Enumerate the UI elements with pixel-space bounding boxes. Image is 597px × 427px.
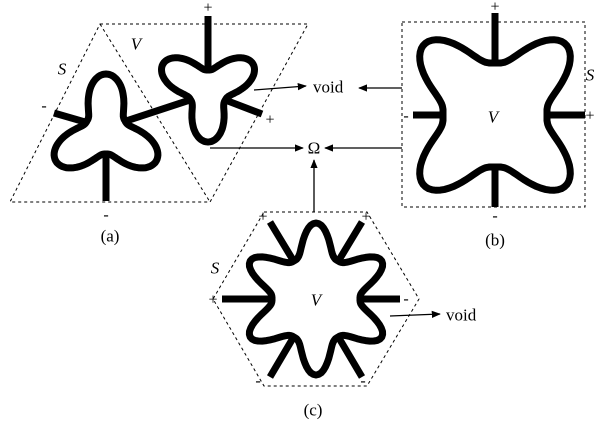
panel-c-surroundings-label: S: [211, 259, 220, 278]
panel-a-cell-label: V: [131, 35, 144, 54]
panel-c-top-right-plus-bar: [333, 220, 365, 267]
panel-a-sign-left: -: [41, 98, 46, 115]
panel-c-bottom-left-minus-bar: [266, 331, 300, 379]
panel-c-sign-top-right: +: [361, 209, 370, 226]
panel-c-cell-outline: [245, 219, 387, 379]
panel-a-dashed-boundary: [9, 23, 309, 203]
panel-a: S V + + - - (a): [9, 0, 309, 246]
panel-b-caption: (b): [485, 231, 505, 250]
connections: void Ω void: [210, 78, 477, 325]
panel-c-caption: (c): [304, 401, 323, 420]
panel-a-surroundings-label: S: [58, 60, 67, 79]
panel-b: S V + - - + (b): [401, 0, 595, 250]
panel-c-sign-bottom-right: -: [360, 373, 365, 390]
panel-c-dashed-boundary: [212, 211, 420, 387]
panel-a-sign-bottom: -: [103, 207, 108, 224]
panel-a-connecting-bar: [118, 94, 198, 127]
panel-a-left-cell-outline: [50, 70, 162, 172]
arrow-panel-c-to-void: [389, 310, 441, 318]
panel-c-sign-bottom-left: -: [255, 373, 260, 390]
panel-a-sign-top: +: [203, 0, 212, 17]
panel-c-bottom-right-minus-bar: [332, 331, 366, 379]
panel-b-cell-label: V: [488, 108, 501, 127]
panel-a-caption: (a): [101, 227, 120, 246]
panel-c-sign-top-left: +: [258, 209, 267, 226]
panel-b-sign-bottom: -: [492, 208, 497, 225]
void-label-lower: void: [446, 306, 477, 325]
panel-c-sign-right: -: [403, 291, 408, 308]
panel-b-cell-outline: [416, 36, 574, 194]
panel-c-top-left-plus-bar: [267, 220, 299, 267]
panel-c-cell-label: V: [311, 291, 324, 310]
panel-b-surroundings-label: S: [586, 66, 595, 85]
panel-b-sign-left: -: [403, 108, 408, 125]
panel-b-sign-right: +: [585, 108, 594, 125]
arrow-panel-a-to-void: [253, 82, 307, 91]
void-label-upper: void: [313, 78, 344, 97]
omega-label: Ω: [308, 139, 321, 158]
panel-a-sign-right: +: [265, 112, 274, 129]
panel-a-right-cell-outline: [158, 54, 258, 146]
panel-c: S V + + + - - - (c): [208, 209, 420, 420]
panel-b-sign-top: +: [490, 0, 499, 16]
panel-c-sign-left: +: [208, 292, 217, 309]
